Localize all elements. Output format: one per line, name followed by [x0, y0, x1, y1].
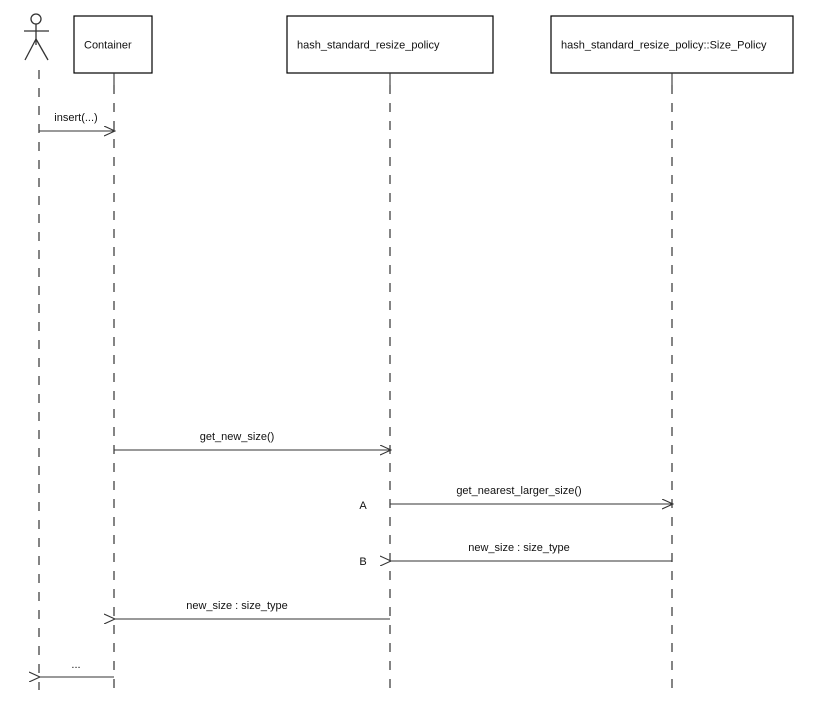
participant-box-size_policy[interactable] [550, 15, 794, 74]
participant-label-container: Container [84, 40, 132, 52]
participant-box-container[interactable] [73, 15, 153, 74]
participant-box-resize_policy[interactable] [286, 15, 494, 74]
point-a-label: A [359, 500, 367, 512]
actor-head-icon [30, 13, 42, 25]
message-label-msg-get-new-size: get_new_size() [200, 431, 275, 443]
point-labels: AB [359, 500, 367, 568]
messages: insert(...) get_new_size() get_nearest_lar… [39, 112, 672, 677]
actor-figure [24, 13, 49, 61]
point-b-label: B [359, 556, 366, 568]
message-label-msg-get-nearest-larger-size: get_nearest_larger_size() [456, 485, 581, 497]
lifelines [38, 70, 673, 690]
message-label-msg-return-actor: ... [71, 659, 80, 671]
message-label-msg-return-size-policy: new_size : size_type [468, 542, 570, 554]
actor-right-leg-line [35, 38, 49, 61]
message-label-msg-insert: insert(...) [54, 112, 97, 124]
actor-left-leg-line [24, 38, 37, 61]
participant-boxes: Container hash_standard_resize_policy hash… [73, 15, 794, 74]
participant-label-size_policy: hash_standard_resize_policy::Size_Policy [561, 40, 767, 52]
message-label-msg-return-resize-policy: new_size : size_type [186, 600, 288, 612]
participant-label-resize_policy: hash_standard_resize_policy [297, 40, 440, 52]
